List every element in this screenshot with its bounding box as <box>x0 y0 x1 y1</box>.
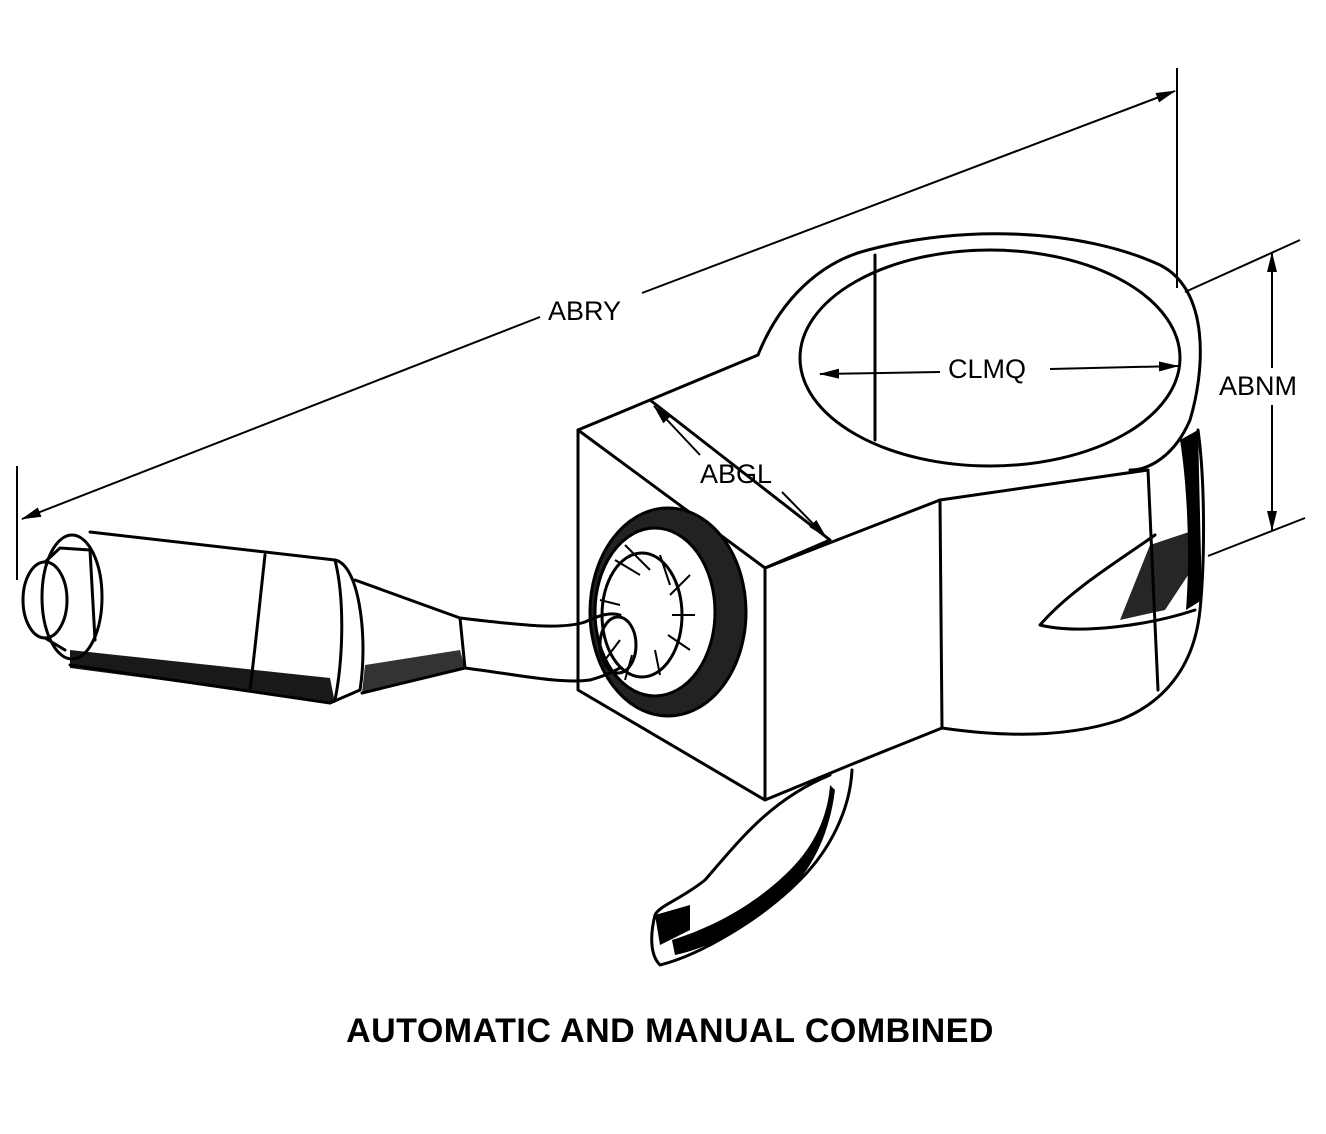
extension-line-top <box>1184 239 1301 293</box>
grip-shadow <box>70 650 335 703</box>
lower-lever <box>650 768 854 967</box>
slot-shadow <box>1120 530 1198 620</box>
lever-tip-shadow <box>655 905 690 945</box>
end-cap-edge <box>43 546 97 652</box>
dimension-abgl: ABGL <box>653 405 827 538</box>
square-block <box>576 353 1150 802</box>
end-cap <box>40 533 104 661</box>
block-ring-join <box>938 468 1150 502</box>
abnm-label: ABNM <box>1219 371 1297 401</box>
grip-body <box>68 530 365 705</box>
stem <box>458 612 638 683</box>
dimension-abry: ABRY <box>16 68 1178 580</box>
ring-shadow <box>1180 430 1202 610</box>
dimension-line-abgl-lower <box>781 491 827 538</box>
dimension-abnm: ABNM <box>1184 239 1306 557</box>
ring-slot <box>1038 533 1197 631</box>
lever-arm <box>650 768 854 967</box>
extension-line-bottom <box>1207 517 1306 557</box>
abry-label: ABRY <box>548 296 621 326</box>
stem-lower-edge <box>463 666 622 683</box>
dimension-line-abry-right <box>641 90 1176 294</box>
clmq-label: CLMQ <box>948 354 1026 384</box>
knurled-nut <box>588 506 748 718</box>
handle <box>21 530 467 705</box>
abgl-label: ABGL <box>700 459 772 489</box>
ring-outer-rim <box>756 232 1202 472</box>
stem-upper-edge <box>458 612 622 628</box>
ring-bore <box>798 248 1182 468</box>
dimension-clmq: CLMQ <box>819 354 1179 384</box>
grip-band-2 <box>333 558 344 702</box>
taper-shadow <box>362 650 465 693</box>
dimension-line-clmq-right <box>1049 361 1179 372</box>
clamp-ring <box>756 232 1206 736</box>
stem-collar <box>598 615 638 675</box>
block-left-face <box>576 428 767 802</box>
figure-caption: AUTOMATIC AND MANUAL COMBINED <box>346 1012 994 1050</box>
dimension-line-clmq-left <box>819 368 941 379</box>
nut-face <box>593 526 717 698</box>
ring-outer-wall <box>940 428 1206 736</box>
dimension-line-abry-left <box>21 316 541 520</box>
block-right-face <box>763 498 944 802</box>
dimension-line-abgl-upper <box>653 405 701 456</box>
lever-shadow <box>672 785 835 955</box>
